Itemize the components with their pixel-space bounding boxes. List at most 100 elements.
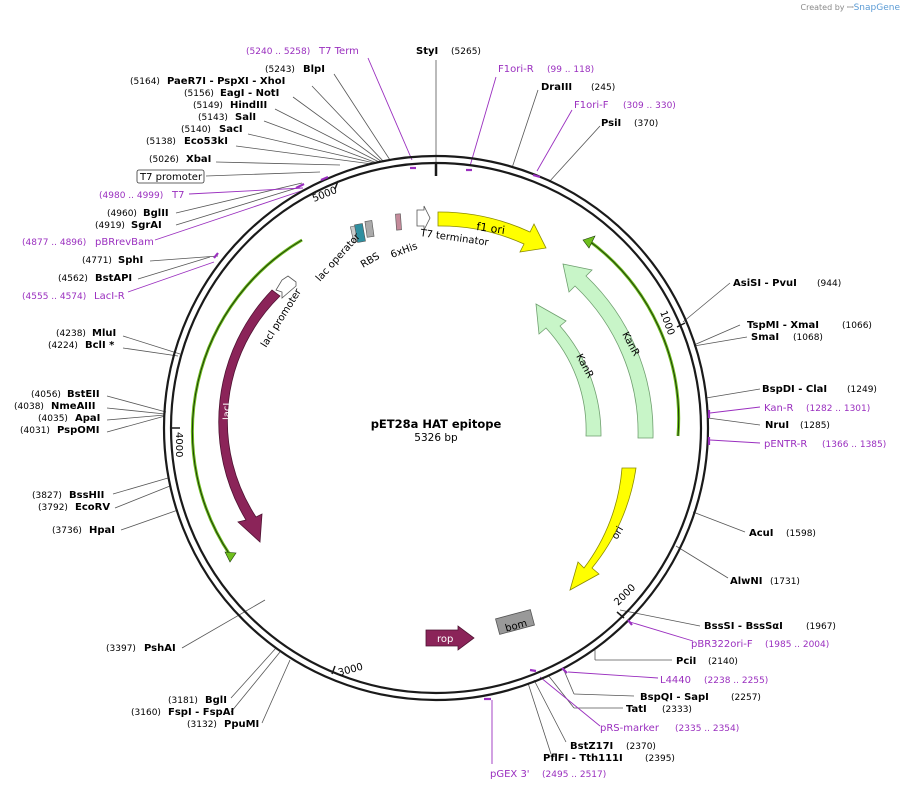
t7-promoter-label: T7 promoter xyxy=(139,172,203,183)
site-bstz17i-pos: (2370) xyxy=(626,742,656,752)
site-asisi-pos: (944) xyxy=(817,279,841,289)
site-bstapi-name: BstAPI xyxy=(95,273,132,284)
site-bglii-pos: (4960) xyxy=(107,209,137,219)
t7-terminator-arrow xyxy=(416,205,431,231)
site-bgli-name: BglI xyxy=(205,695,227,706)
site-sali-pos: (5143) xyxy=(198,113,228,123)
primer-f1orir-name: F1ori-R xyxy=(498,64,534,75)
primer-kanr-name: Kan-R xyxy=(764,403,793,414)
site-bcli-name: BclI * xyxy=(85,340,115,351)
site-nrui-pos: (1285) xyxy=(800,421,830,431)
connector-lines xyxy=(106,60,761,755)
primer-lacir-name: LacI-R xyxy=(94,291,125,302)
site-hpai-pos: (3736) xyxy=(52,526,82,536)
ori-arrow xyxy=(569,467,637,591)
site-pflfi-name: PflFI - Tth111I xyxy=(543,753,623,764)
primer-prs-range: (2335 .. 2354) xyxy=(675,724,739,734)
site-bspdi-name: BspDI - ClaI xyxy=(762,384,827,395)
site-eco53ki-name: Eco53kI xyxy=(184,136,228,147)
site-saci-pos: (5140) xyxy=(181,125,211,135)
laci-label: lacI xyxy=(222,403,233,420)
site-pflfi-pos: (2395) xyxy=(645,754,675,764)
site-pshai-pos: (3397) xyxy=(106,644,136,654)
site-sphi-name: SphI xyxy=(118,255,143,266)
site-ecorv-pos: (3792) xyxy=(38,503,68,513)
site-bspqi-pos: (2257) xyxy=(731,693,761,703)
site-bspqi-name: BspQI - SapI xyxy=(640,692,709,703)
site-hindiii-pos: (5149) xyxy=(193,101,223,111)
orf-guide-arcs-dark xyxy=(191,239,680,556)
site-ppumi-pos: (3132) xyxy=(187,720,217,730)
site-paer7i-pos: (5164) xyxy=(130,77,160,87)
site-eagi-pos: (5156) xyxy=(184,89,214,99)
site-styi-pos: (5265) xyxy=(451,47,481,57)
primer-t7-name: T7 xyxy=(171,190,184,201)
his-tag-box xyxy=(364,220,375,238)
site-pspomi-name: PspOMI xyxy=(57,425,99,436)
site-paer7i-name: PaeR7I - PspXI - XhoI xyxy=(167,76,285,87)
tick-label-4000: 4000 xyxy=(173,432,184,457)
orf-arrowhead-left xyxy=(224,551,237,563)
primer-f1orif-range: (309 .. 330) xyxy=(623,101,676,111)
his-tag-marker xyxy=(395,213,402,231)
site-asisi-name: AsiSI - PvuI xyxy=(733,278,797,289)
primer-t7-range: (4980 .. 4999) xyxy=(99,191,163,201)
site-draiii-name: DraIII xyxy=(541,82,572,93)
site-mlui-pos: (4238) xyxy=(56,329,86,339)
created-by-label: Created by xyxy=(800,3,845,12)
site-nmeaiii-pos: (4038) xyxy=(14,402,44,412)
site-apai-pos: (4035) xyxy=(38,414,68,424)
orf-guide-arcs xyxy=(190,238,681,556)
laci-arrow xyxy=(218,289,281,543)
site-eco53ki-pos: (5138) xyxy=(146,137,176,147)
plasmid-length: 5326 bp xyxy=(414,432,458,444)
rop-label: rop xyxy=(437,634,453,645)
primer-l4440-name: L4440 xyxy=(660,675,691,686)
plasmid-name: pET28a HAT epitope xyxy=(371,417,502,431)
site-bcli-pos: (4224) xyxy=(48,341,78,351)
primer-t7term-range: (5240 .. 5258) xyxy=(246,47,310,57)
backbone-outer-circle xyxy=(162,154,710,702)
f1-ori-arrow xyxy=(437,211,547,253)
rbs-label: RBS xyxy=(359,251,382,271)
site-blpi-pos: (5243) xyxy=(265,65,295,75)
site-pcii-name: PciI xyxy=(676,656,696,667)
primer-prs-name: pRS-marker xyxy=(600,723,660,734)
site-pcii-pos: (2140) xyxy=(708,657,738,667)
snapgene-brand-name: SnapGene xyxy=(853,3,900,13)
site-apai-name: ApaI xyxy=(75,413,100,424)
site-alwni-name: AlwNI xyxy=(730,576,763,587)
primer-kanr-range: (1282 .. 1301) xyxy=(806,404,870,414)
orf-arrowhead-right xyxy=(582,235,596,249)
site-alwni-pos: (1731) xyxy=(770,577,800,587)
bom-box xyxy=(495,609,535,635)
rop-arrow xyxy=(425,625,475,651)
site-sphi-pos: (4771) xyxy=(82,256,112,266)
site-tspmi-name: TspMI - XmaI xyxy=(747,320,819,331)
laci-promoter-arrow xyxy=(275,275,297,299)
site-nmeaiii-name: NmeAIII xyxy=(51,401,95,412)
site-eagi-name: EagI - NotI xyxy=(220,88,279,99)
site-draiii-pos: (245) xyxy=(591,83,615,93)
tick-label-3000: 3000 xyxy=(337,662,364,679)
site-fspi-name: FspI - FspAI xyxy=(168,707,234,718)
site-psii-pos: (370) xyxy=(634,119,658,129)
site-sgrai-name: SgrAI xyxy=(131,220,162,231)
primer-l4440-range: (2238 .. 2255) xyxy=(704,676,768,686)
his-label: 6xHis xyxy=(389,241,419,261)
site-ecorv-name: EcoRV xyxy=(75,502,110,513)
site-styi-name: StyI xyxy=(416,46,438,57)
f1-ori-label: f1 ori xyxy=(476,220,506,237)
site-smai-name: SmaI xyxy=(751,332,779,343)
primer-pbr322-name: pBR322ori-F xyxy=(691,639,753,650)
primer-t7term-name: T7 Term xyxy=(318,46,359,57)
site-bglii-name: BglII xyxy=(143,208,169,219)
site-smai-pos: (1068) xyxy=(793,333,823,343)
site-xbai-pos: (5026) xyxy=(149,155,179,165)
site-xbai-name: XbaI xyxy=(186,154,211,165)
kanr-inner-arrow xyxy=(535,303,602,437)
site-blpi-name: BlpI xyxy=(303,64,325,75)
site-bsssi-name: BssSI - BssSαI xyxy=(704,621,783,632)
primer-pentrr-name: pENTR-R xyxy=(764,439,807,450)
